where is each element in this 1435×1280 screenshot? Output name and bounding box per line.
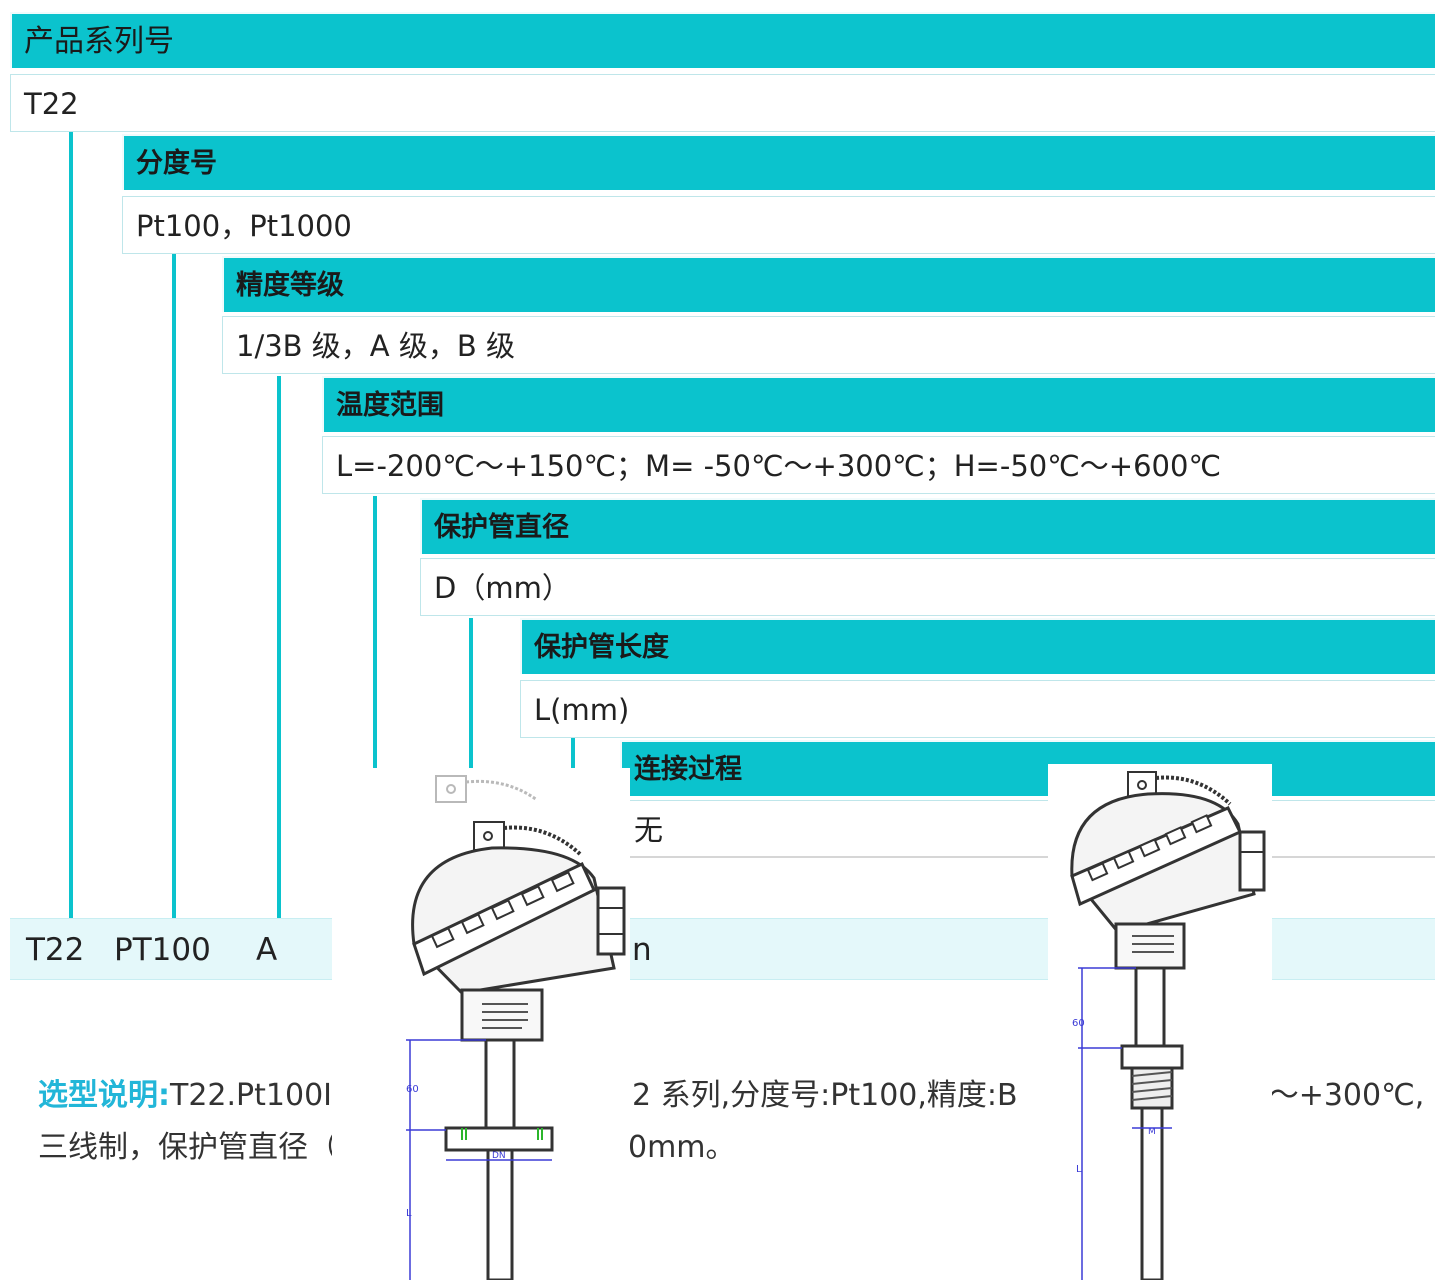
dim-label-l: L [1076, 1164, 1082, 1175]
step-header-diameter: 保护管直径 [420, 498, 1435, 554]
step-value-temperature: L=-200℃～+150℃；M= -50℃～+300℃；H=-50℃～+600℃ [322, 436, 1435, 494]
step-value-accuracy: 1/3B 级，A 级，B 级 [222, 316, 1435, 374]
connector-line [277, 376, 281, 918]
connector-line [172, 254, 176, 918]
selection-note: 选型说明:T22.Pt100I 2 系列,分度号:Pt100,精度:B 0～+300… [38, 1070, 1435, 1174]
step-header-connection: 连接过程 [620, 740, 1435, 796]
step-header-temperature: 温度范围 [322, 376, 1435, 432]
note-label: 选型说明: [38, 1078, 170, 1113]
note-line1-b: 2 系列,分度号:Pt100,精度:B [632, 1078, 1018, 1113]
note-line1-c: 0～+300℃, [1249, 1078, 1425, 1113]
note-line-2: 三线制，保护管直径（ 0mm。 [38, 1122, 1435, 1174]
step-value-diameter: D（mm） [420, 558, 1435, 616]
step-value-length: L(mm) [520, 680, 1435, 738]
result-tail: n [632, 932, 652, 968]
connector-line [373, 496, 377, 776]
result-accuracy: A [256, 932, 278, 968]
result-graduation: PT100 [114, 932, 211, 968]
note-line2-a: 三线制，保护管直径（ [38, 1130, 338, 1165]
product-image-flange-sensor: 60 L DN [332, 768, 630, 1280]
series-value: T22 [10, 74, 1435, 132]
note-line1-a: T22.Pt100I [170, 1078, 332, 1113]
step-header-length: 保护管长度 [520, 618, 1435, 674]
result-series: T22 [26, 932, 85, 968]
dim-label-l: L [406, 1208, 412, 1219]
dim-label-60: 60 [1072, 1018, 1085, 1029]
note-line-1: 选型说明:T22.Pt100I 2 系列,分度号:Pt100,精度:B 0～+300… [38, 1070, 1435, 1122]
dim-label-60: 60 [406, 1084, 419, 1095]
step-value-connection: 无 [620, 800, 1435, 858]
dim-label-m: M [1148, 1127, 1156, 1137]
connector-line [469, 618, 473, 778]
step-header-graduation: 分度号 [122, 134, 1435, 190]
connector-line [571, 738, 575, 768]
product-image-thread-sensor: 60 L M [1048, 764, 1272, 1280]
connector-line [69, 132, 73, 918]
step-header-accuracy: 精度等级 [222, 256, 1435, 312]
series-header: 产品系列号 [10, 12, 1435, 68]
dim-label-dn: DN [492, 1151, 506, 1161]
step-value-graduation: Pt100，Pt1000 [122, 196, 1435, 254]
note-line2-b: 0mm。 [628, 1130, 736, 1165]
